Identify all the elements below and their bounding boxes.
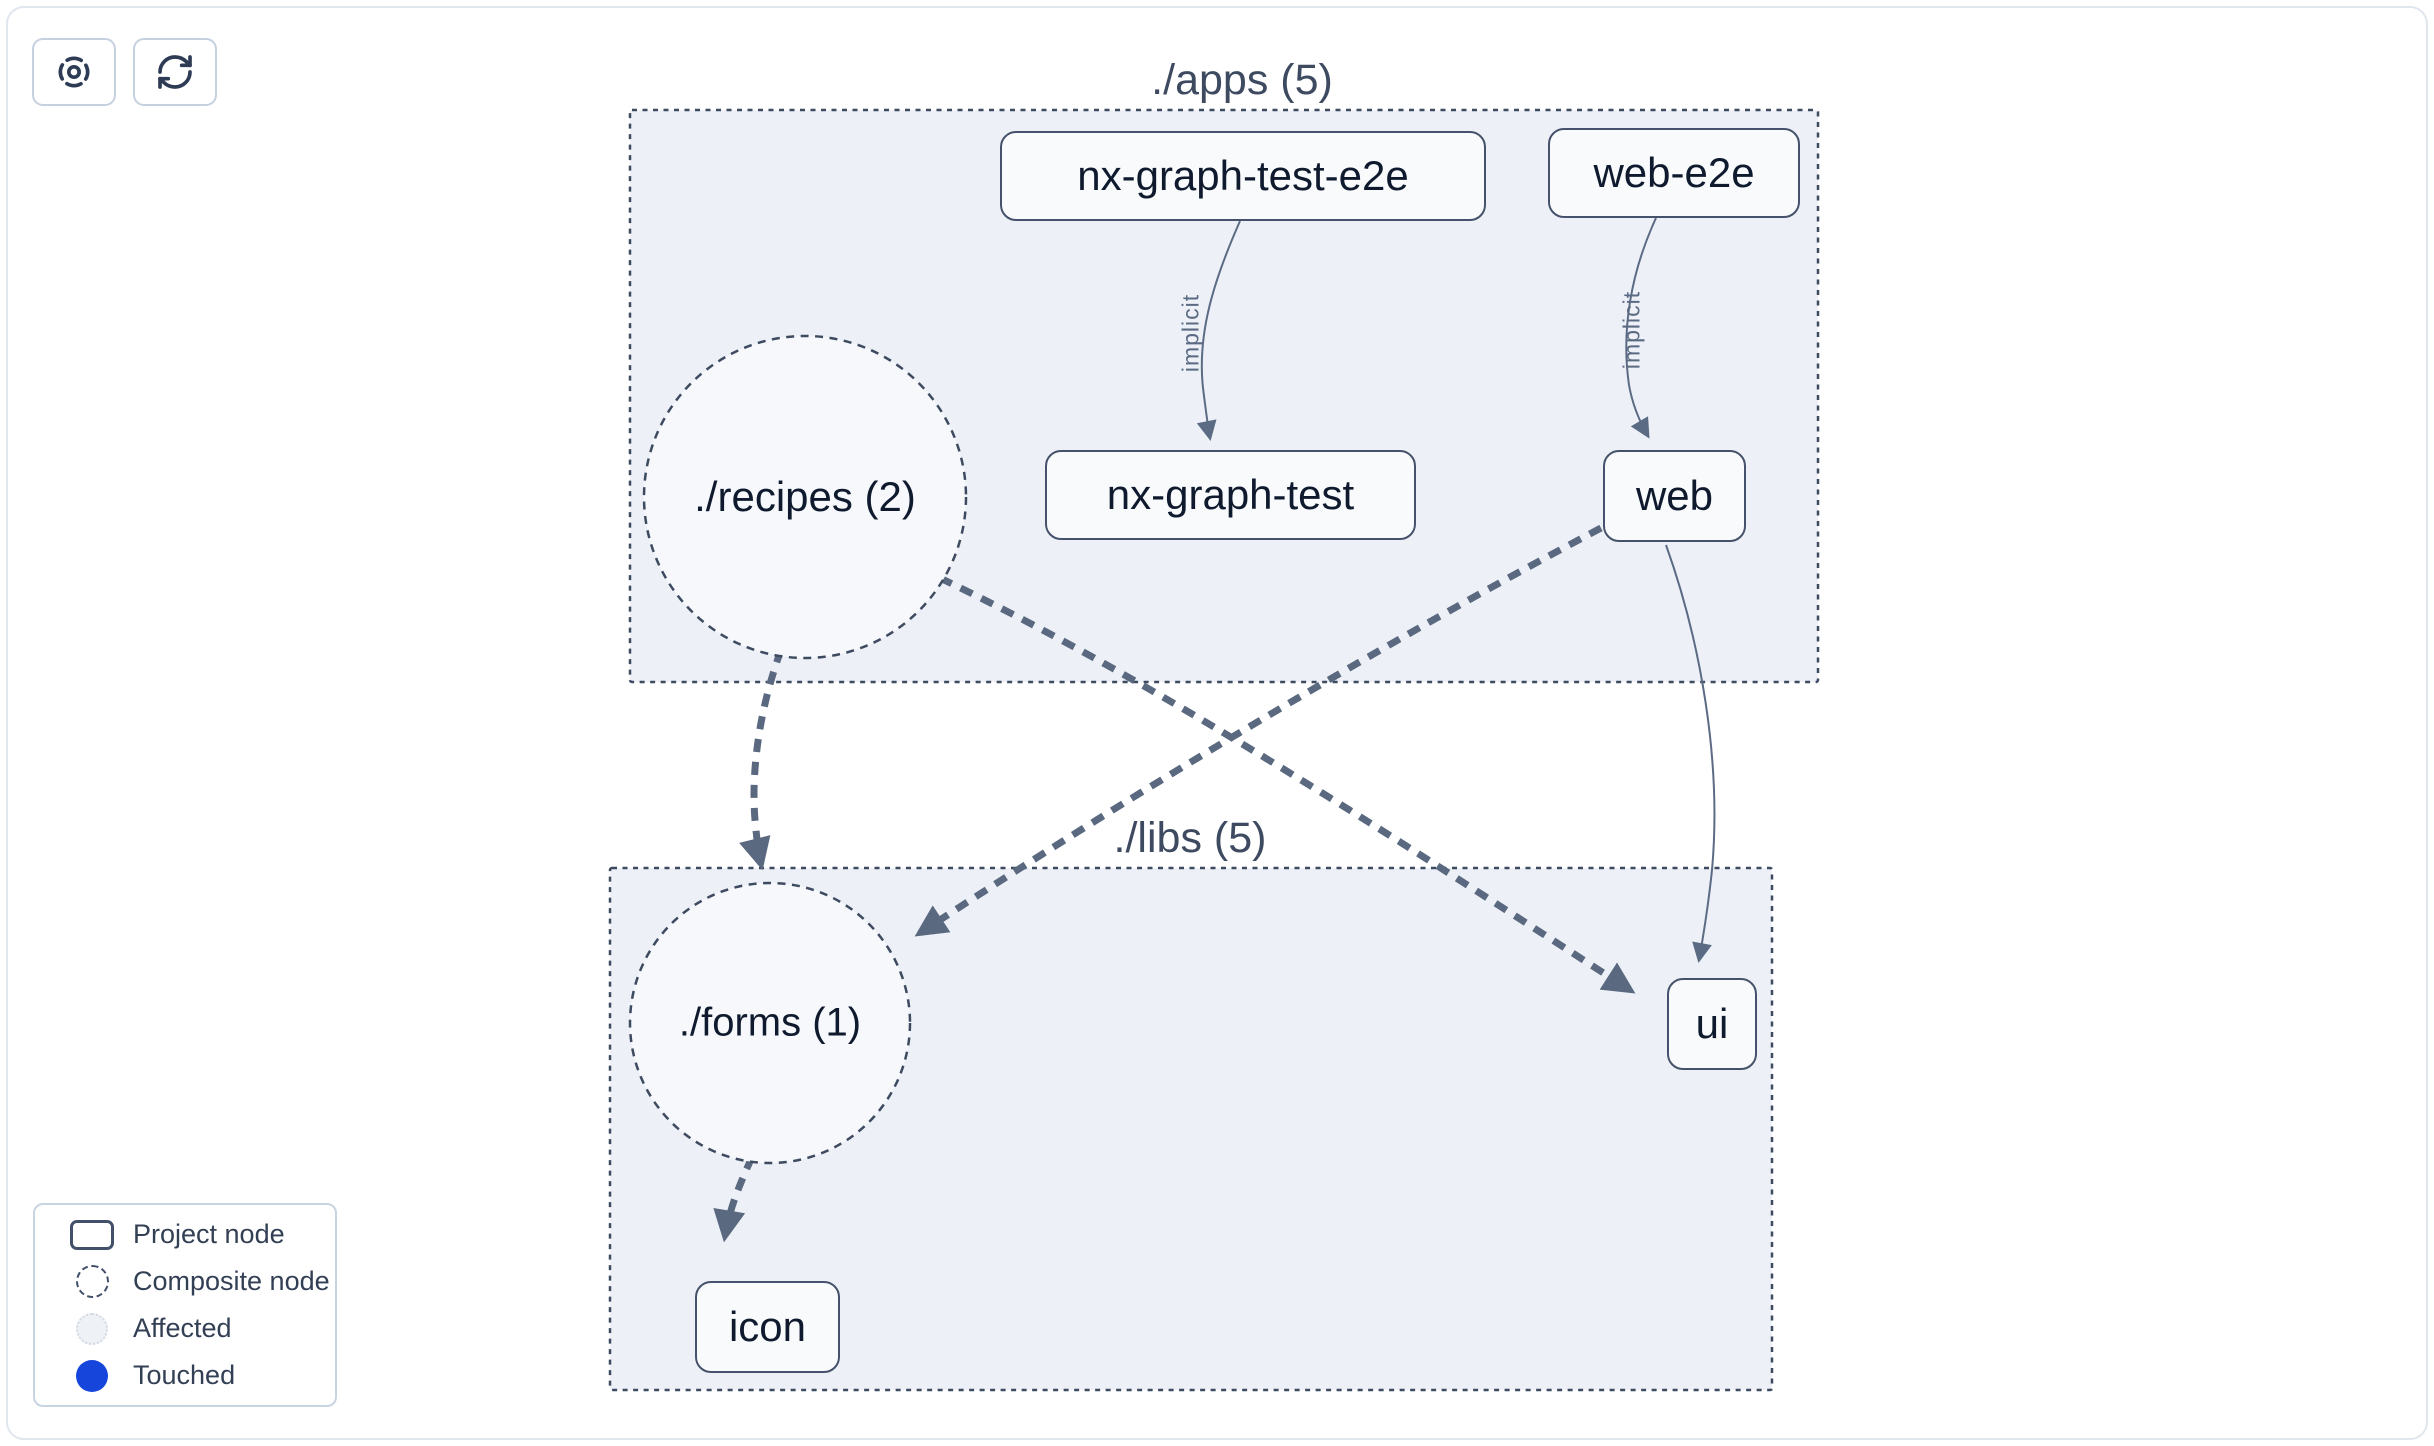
node-label: ui [1695,1000,1729,1047]
project-node-nx-graph-test-e2e[interactable]: nx-graph-test-e2e [1000,131,1486,221]
focus-icon [58,56,90,88]
group-title-libs: ./libs (5) [1113,814,1267,862]
edge-web-to-ui[interactable] [1665,544,1716,963]
legend-item-affected: Affected [35,1305,335,1352]
project-node-icon[interactable]: icon [695,1281,840,1373]
project-node-swatch [70,1219,114,1250]
refresh-button[interactable] [133,38,217,106]
composite-node-forms[interactable] [628,881,912,1165]
composite-node-recipes[interactable] [642,334,968,660]
legend-item-touched: Touched [35,1352,335,1399]
legend-label: Touched [133,1360,236,1390]
legend-label: Composite node [133,1266,330,1296]
edge-web-to-forms[interactable] [914,524,1603,937]
legend-item-project-node: Project node [35,1211,335,1258]
edge-web-e2e-to-web[interactable] [1625,217,1657,439]
node-label: web-e2e [1593,149,1755,196]
legend: Project node Composite node Affected Tou… [33,1203,337,1407]
node-label: icon [728,1303,807,1350]
project-node-nx-graph-test[interactable]: nx-graph-test [1045,450,1416,540]
edge-label-implicit: implicit [1177,293,1204,373]
project-node-ui[interactable]: ui [1667,978,1757,1070]
center-graph-button[interactable] [32,38,116,106]
edge-recipes-to-ui[interactable] [938,574,1636,994]
composite-node-label-forms[interactable]: ./forms (1) [678,1000,862,1045]
project-node-web-e2e[interactable]: web-e2e [1548,128,1800,218]
group-title-apps: ./apps (5) [1151,56,1333,104]
legend-item-composite-node: Composite node [35,1258,335,1305]
node-label: nx-graph-test-e2e [1077,152,1409,199]
affected-swatch [76,1312,108,1345]
project-node-web[interactable]: web [1603,450,1746,542]
legend-label: Affected [133,1313,232,1343]
legend-label: Project node [133,1219,285,1249]
edge-forms-to-icon[interactable] [713,1155,756,1243]
refresh-icon [158,55,192,89]
edge-label-implicit: implicit [1618,290,1645,370]
composite-node-swatch [75,1265,109,1298]
node-label: nx-graph-test [1106,471,1355,518]
node-label: web [1635,472,1714,519]
toolbar [32,38,217,106]
edge-nx-graph-test-e2e-to-nx-graph-test[interactable] [1196,220,1241,441]
composite-node-label-recipes[interactable]: ./recipes (2) [694,473,916,520]
touched-swatch [76,1359,108,1392]
